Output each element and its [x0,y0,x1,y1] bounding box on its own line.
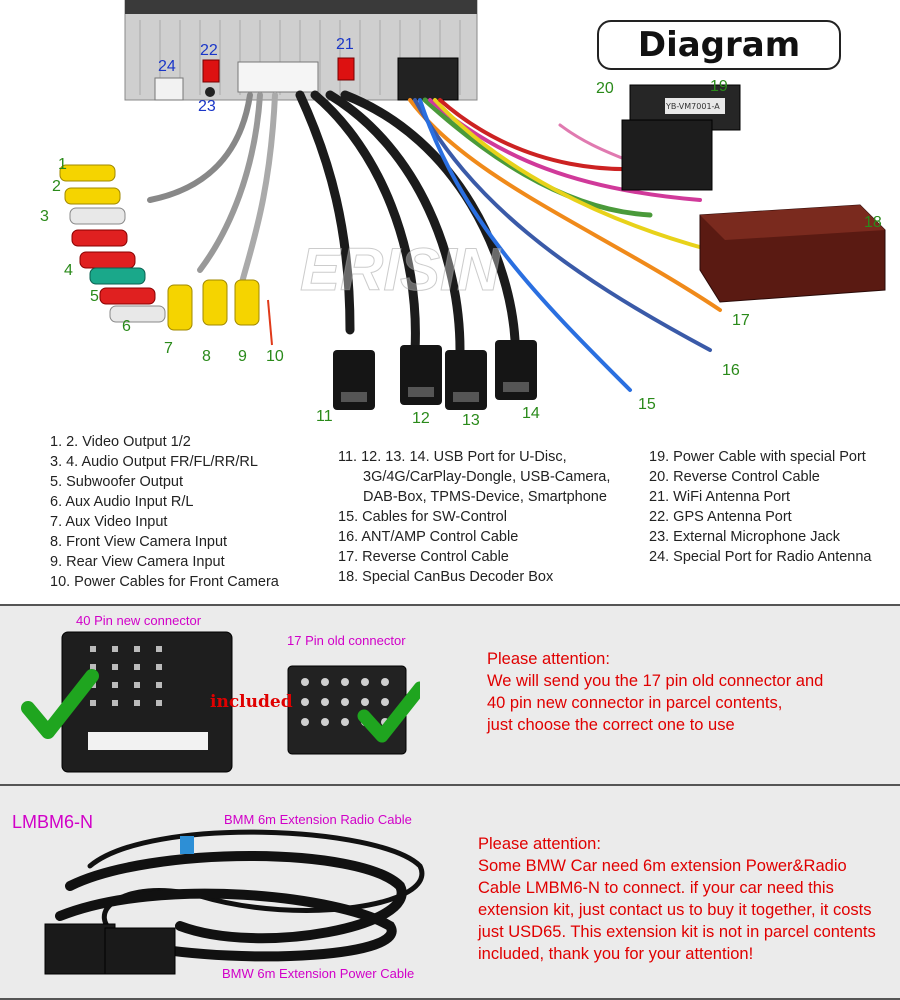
callout-22: 22 [200,42,218,59]
notice-line: just USD65. This extension kit is not in… [478,923,876,941]
connector-40pin [61,631,233,773]
callout-7: 7 [164,340,173,357]
legend-item: 3. 4. Audio Output FR/FL/RR/RL [50,454,258,470]
legend-item: 1. 2. Video Output 1/2 [50,434,191,450]
gps-antenna-port [202,59,220,83]
callout-13: 13 [462,412,480,429]
wifi-antenna-port [337,57,355,81]
label-17pin: 17 Pin old connector [287,633,406,648]
decoder-label: YB-VM7001-A [666,102,720,111]
legend-item: 6. Aux Audio Input R/L [50,494,194,510]
callout-10: 10 [266,348,284,365]
callout-18: 18 [864,214,882,231]
notice-line: 40 pin new connector in parcel contents, [487,694,783,712]
extension-panel: LMBM6-N BMM 6m Extension Radio Cable BMW… [0,784,900,1000]
legend-column-1: 1. 2. Video Output 1/2 3. 4. Audio Outpu… [50,432,279,592]
rca-plugs [59,164,273,346]
wiring-diagram: ERISIN Diagram YB-VM7001-A 1 2 3 4 5 6 7… [0,0,900,430]
legend-item: 11. 12. 13. 14. USB Port for U-Disc, [338,449,567,465]
notice-line: just choose the correct one to use [487,716,735,734]
callout-4: 4 [64,262,73,279]
legend-item: 19. Power Cable with special Port [649,449,866,465]
canbus-decoder-box [699,204,886,303]
callout-8: 8 [202,348,211,365]
connector-panel: 40 Pin new connector 17 Pin old connecto… [0,604,900,784]
legend-item: 10. Power Cables for Front Camera [50,574,279,590]
callout-11: 11 [316,408,333,425]
label-radio-cable: BMM 6m Extension Radio Cable [224,812,412,827]
main-power-socket [397,57,459,101]
radio-antenna-port [154,77,184,101]
check-icon [21,669,99,739]
callout-6: 6 [122,318,131,335]
extension-notice: Please attention: Some BMW Car need 6m e… [478,833,876,965]
callout-9: 9 [238,348,247,365]
legend-item: 15. Cables for SW-Control [338,509,507,525]
legend-item: 7. Aux Video Input [50,514,168,530]
notice-line: We will send you the 17 pin old connecto… [487,672,824,690]
legend-item: 20. Reverse Control Cable [649,469,820,485]
legend-item: DAB-Box, TPMS-Device, Smartphone [363,489,607,505]
callout-16: 16 [722,362,740,379]
callout-5: 5 [90,288,99,305]
legend-item: 18. Special CanBus Decoder Box [338,569,554,585]
legend-item: 3G/4G/CarPlay-Dongle, USB-Camera, [363,469,611,485]
callout-15: 15 [638,396,656,413]
legend-column-3: 19. Power Cable with special Port 20. Re… [649,447,871,567]
callout-21: 21 [336,36,354,53]
extension-model: LMBM6-N [12,812,94,832]
connector-illustration [21,631,420,773]
callout-17: 17 [732,312,750,329]
notice-line: included, thank you for your attention! [478,945,754,963]
legend-item: 9. Rear View Camera Input [50,554,225,570]
extension-cable-illustration [44,829,425,975]
callout-23: 23 [198,98,216,115]
wiring-illustration: ERISIN [59,0,886,410]
legend-item: 16. ANT/AMP Control Cable [338,529,519,545]
diagram-title: Diagram [597,20,841,70]
callout-19: 19 [710,78,728,95]
legend-item: 5. Subwoofer Output [50,474,183,490]
callout-3: 3 [40,208,49,225]
callout-1: 1 [58,156,67,173]
included-label: included [210,692,293,712]
notice-line: Some BMW Car need 6m extension Power&Rad… [478,857,847,875]
legend-column-2: 11. 12. 13. 14. USB Port for U-Disc, 3G/… [338,447,610,587]
notice-line: Please attention: [478,835,601,853]
legend-item: 24. Special Port for Radio Antenna [649,549,872,565]
notice-line: extension kit, just contact us to buy it… [478,901,872,919]
callout-14: 14 [522,405,540,422]
power-harness-connector [621,84,741,191]
power-plug-2 [104,927,176,975]
callout-24: 24 [158,58,176,75]
legend-item: 17. Reverse Control Cable [338,549,509,565]
legend-item: 8. Front View Camera Input [50,534,228,550]
legend-item: 23. External Microphone Jack [649,529,841,545]
legend-item: 22. GPS Antenna Port [649,509,792,525]
radio-plug [180,836,194,854]
notice-line: Please attention: [487,650,610,668]
label-40pin: 40 Pin new connector [76,613,202,628]
watermark: ERISIN [300,236,502,303]
check-icon [357,681,420,743]
callout-2: 2 [52,178,61,195]
rca-connector-block [237,61,319,93]
notice-line: Cable LMBM6-N to connect. if your car ne… [478,879,834,897]
mic-jack [205,87,215,97]
usb-plugs [333,340,537,410]
label-power-cable: BMW 6m Extension Power Cable [222,966,415,981]
connector-notice: Please attention: We will send you the 1… [487,648,823,736]
callout-20: 20 [596,80,614,97]
callout-12: 12 [412,410,430,427]
legend-item: 21. WiFi Antenna Port [649,489,791,505]
power-plug-1 [44,923,116,975]
